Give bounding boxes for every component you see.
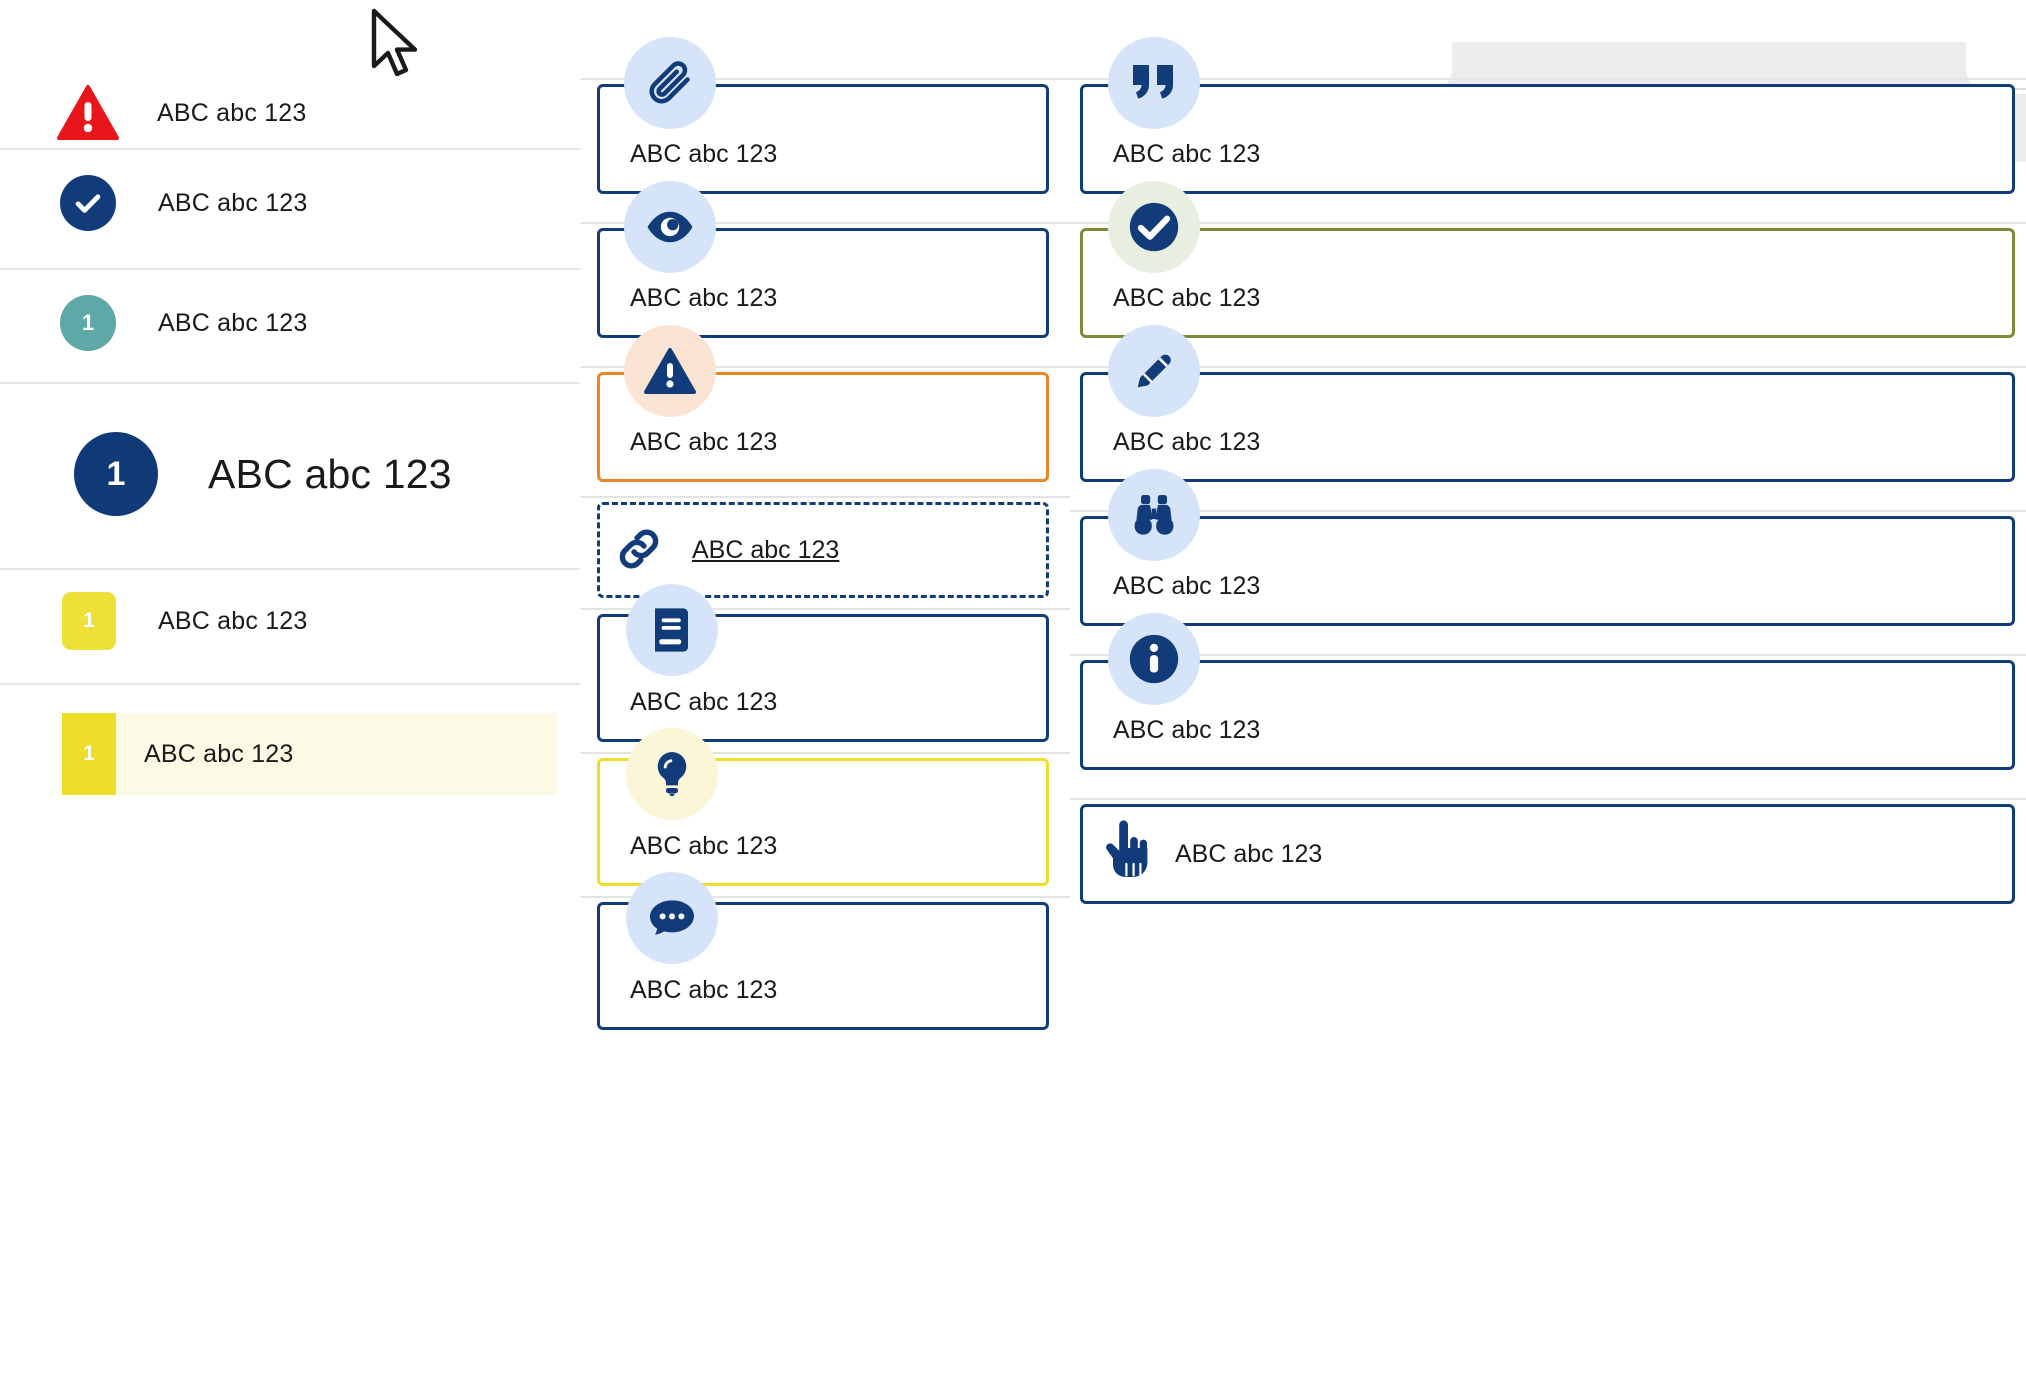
list-separator — [0, 148, 580, 150]
quote-icon — [1108, 37, 1200, 129]
left-list-column: ABC abc 123 ABC abc 123 1 ABC abc 123 1 … — [0, 0, 580, 1392]
speech-bubble-icon — [626, 872, 718, 964]
quote-card[interactable]: ABC abc 123 — [1080, 84, 2015, 194]
number-circle-icon: 1 — [60, 295, 116, 351]
tip-card[interactable]: ABC abc 123 — [597, 758, 1049, 886]
column-separator — [580, 752, 1070, 754]
card-label: ABC abc 123 — [630, 284, 778, 312]
triangle-warning-icon — [57, 85, 119, 141]
card-label: ABC abc 123 — [692, 536, 840, 564]
chain-link-icon — [614, 524, 664, 579]
pencil-icon — [1108, 325, 1200, 417]
observe-card[interactable]: ABC abc 123 — [1080, 516, 2015, 626]
success-card[interactable]: ABC abc 123 — [1080, 228, 2015, 338]
card-label: ABC abc 123 — [1113, 140, 1261, 168]
list-item-teal-number[interactable]: 1 ABC abc 123 — [0, 295, 580, 351]
mouse-pointer-icon — [368, 8, 424, 87]
book-icon — [626, 584, 718, 676]
column-separator — [580, 896, 1070, 898]
badge-number: 1 — [81, 310, 95, 335]
list-item-label: ABC abc 123 — [158, 606, 308, 635]
highlight-background: 1 ABC abc 123 — [62, 713, 557, 795]
binoculars-icon — [1108, 469, 1200, 561]
edit-card[interactable]: ABC abc 123 — [1080, 372, 2015, 482]
list-item-check[interactable]: ABC abc 123 — [0, 175, 580, 231]
list-separator — [0, 568, 580, 570]
list-item-label: ABC abc 123 — [158, 308, 308, 337]
card-label: ABC abc 123 — [1175, 840, 1323, 868]
list-separator — [0, 683, 580, 685]
column-separator — [1070, 78, 2026, 80]
warning-triangle-icon — [624, 325, 716, 417]
info-circle-icon — [1108, 613, 1200, 705]
card-label: ABC abc 123 — [630, 428, 778, 456]
card-label: ABC abc 123 — [1113, 284, 1261, 312]
column-separator — [1070, 510, 2026, 512]
warning-card[interactable]: ABC abc 123 — [597, 372, 1049, 482]
list-item-label: ABC abc 123 — [208, 450, 452, 497]
card-label: ABC abc 123 — [1113, 572, 1261, 600]
list-item-warning[interactable]: ABC abc 123 — [0, 78, 580, 148]
column-separator — [580, 222, 1070, 224]
column-separator — [580, 496, 1070, 498]
info-card[interactable]: ABC abc 123 — [1080, 660, 2015, 770]
list-item-highlighted[interactable]: 1 ABC abc 123 — [0, 713, 580, 795]
list-item-yellow-number[interactable]: 1 ABC abc 123 — [0, 592, 580, 650]
list-separator — [0, 268, 580, 270]
card-label: ABC abc 123 — [1113, 428, 1261, 456]
column-separator — [580, 366, 1070, 368]
list-separator — [0, 382, 580, 384]
column-separator — [1070, 654, 2026, 656]
badge-number: 1 — [106, 454, 126, 493]
number-square-icon: 1 — [62, 592, 116, 650]
list-item-label: ABC abc 123 — [144, 739, 294, 768]
paperclip-icon — [624, 37, 716, 129]
badge-number: 1 — [83, 742, 95, 765]
column-separator — [580, 78, 1070, 80]
card-label: ABC abc 123 — [630, 140, 778, 168]
lightbulb-icon — [626, 728, 718, 820]
number-square-icon: 1 — [62, 713, 116, 795]
list-item-large-number[interactable]: 1 ABC abc 123 — [0, 432, 580, 516]
eye-icon — [624, 181, 716, 273]
column-separator — [1070, 366, 2026, 368]
column-separator — [1070, 222, 2026, 224]
list-item-label: ABC abc 123 — [157, 98, 307, 127]
card-label: ABC abc 123 — [630, 976, 778, 1004]
card-label: ABC abc 123 — [630, 832, 778, 860]
action-card[interactable]: ABC abc 123 — [1080, 804, 2015, 904]
list-item-label: ABC abc 123 — [158, 188, 308, 217]
check-circle-icon — [1108, 181, 1200, 273]
number-circle-icon: 1 — [74, 432, 158, 516]
link-card[interactable]: ABC abc 123 — [597, 502, 1049, 598]
card-label: ABC abc 123 — [1113, 716, 1261, 744]
card-label: ABC abc 123 — [630, 688, 778, 716]
badge-number: 1 — [83, 609, 95, 632]
book-card[interactable]: ABC abc 123 — [597, 614, 1049, 742]
check-circle-icon — [60, 175, 116, 231]
column-separator — [580, 608, 1070, 610]
pointing-hand-icon — [1100, 820, 1152, 887]
column-separator — [1070, 798, 2026, 800]
